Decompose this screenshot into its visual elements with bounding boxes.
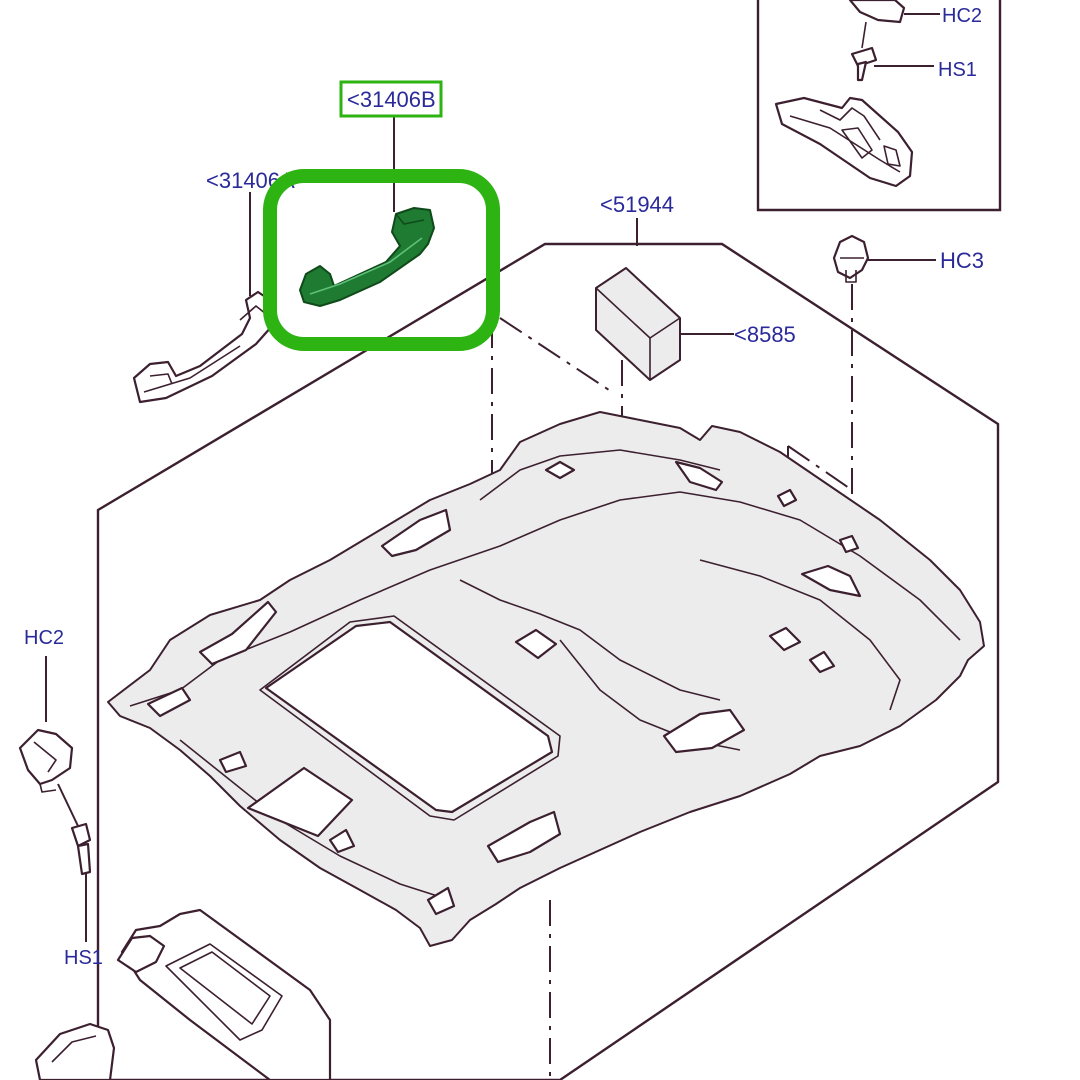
block-8585-icon bbox=[595, 267, 681, 381]
grab-handle-rear-icon bbox=[132, 290, 274, 404]
left-hs1-label: HS1 bbox=[64, 947, 103, 969]
left-hc2-clip-icon bbox=[18, 728, 74, 793]
inset-hs1-label: HS1 bbox=[938, 59, 977, 81]
left-hc2-label: HC2 bbox=[24, 627, 64, 649]
mirror-icon bbox=[34, 1022, 116, 1080]
headlining-part-label: <51944 bbox=[600, 192, 674, 217]
inset-hc2-clip-icon bbox=[848, 0, 906, 24]
sunroof-opening-icon bbox=[264, 620, 554, 814]
inset-hs1-screw-icon bbox=[850, 21, 878, 82]
interior-lamp-housing-icon bbox=[774, 96, 914, 188]
hc3-clip-icon bbox=[832, 234, 870, 283]
grab-handle-highlighted-label-box bbox=[339, 80, 443, 118]
grab-handle-highlighted-label: <31406B bbox=[347, 87, 436, 112]
inset-hc2-label: HC2 bbox=[942, 5, 982, 27]
headlining-frame bbox=[96, 242, 1000, 1080]
sun-visor-icon bbox=[116, 908, 332, 1080]
block-part-label: <8585 bbox=[734, 322, 796, 347]
headlining-panel-icon bbox=[107, 411, 985, 947]
inset-box: HC2 HS1 bbox=[756, 0, 1002, 212]
left-hs1-screw-icon bbox=[70, 822, 92, 876]
highlight-frame bbox=[263, 169, 500, 351]
grab-handle-highlighted-icon bbox=[299, 207, 435, 307]
hc3-label: HC3 bbox=[940, 248, 984, 273]
